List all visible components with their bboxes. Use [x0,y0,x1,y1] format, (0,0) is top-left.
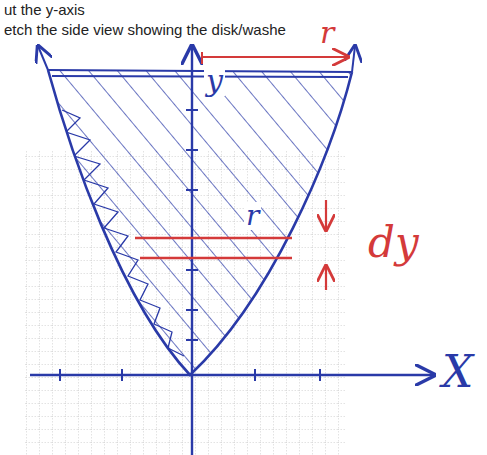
instruction-text: ut the y-axis [2,2,87,17]
dense-shading [62,110,184,356]
slice-line [140,257,292,259]
axis-label: y [204,66,225,96]
edge-stroke [352,46,355,72]
thickness-arrow [325,266,327,290]
top-rim [48,70,352,77]
parabola-outline [48,70,352,375]
y-axis [191,46,193,455]
radius-label: r [244,202,261,230]
edge-stroke [38,46,48,70]
x-axis [30,374,434,376]
axis-ticks [60,110,320,381]
thickness-arrow [325,200,327,230]
slice-line [135,237,292,239]
radius-arrow-tail [201,52,203,64]
differential-label: dy [366,222,421,264]
axis-label: X [440,350,475,394]
radius-arrow [202,56,348,58]
radius-label: r [318,18,336,48]
instruction-text: etch the side view showing the disk/wash… [2,22,288,37]
